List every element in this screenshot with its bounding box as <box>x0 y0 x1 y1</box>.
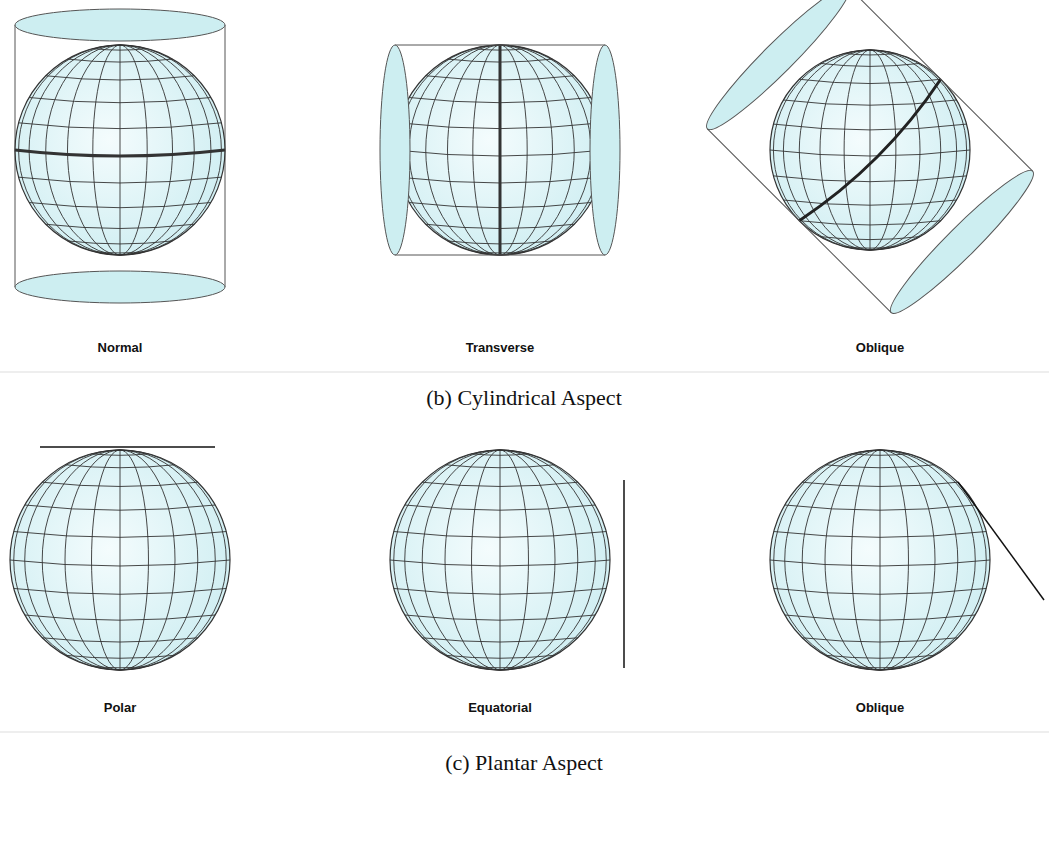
meridian <box>92 450 149 670</box>
meridian <box>68 45 173 255</box>
meridian <box>14 450 227 670</box>
central-meridian <box>120 450 121 670</box>
meridian <box>852 450 909 670</box>
meridian <box>65 450 175 670</box>
meridian <box>773 50 966 250</box>
meridian <box>799 50 940 250</box>
globe <box>390 450 610 670</box>
meridian <box>820 50 920 250</box>
globe-outline <box>770 450 990 670</box>
meridian <box>472 450 529 670</box>
meridian <box>405 450 596 670</box>
normal-cylinder-bottom <box>15 271 225 303</box>
meridian <box>825 450 935 670</box>
meridian <box>422 450 578 670</box>
meridian <box>802 450 958 670</box>
meridian <box>19 45 222 255</box>
meridian <box>426 45 575 255</box>
meridian <box>394 450 607 670</box>
central-meridian <box>880 450 881 670</box>
separator <box>0 731 1049 733</box>
equatorial-plane <box>623 480 625 668</box>
section-caption: (c) Plantar Aspect <box>445 750 603 776</box>
meridian <box>46 45 195 255</box>
globe-outline <box>15 45 225 255</box>
meridian <box>473 45 527 255</box>
central-meridian <box>120 45 121 255</box>
section-caption: (b) Cylindrical Aspect <box>426 385 622 411</box>
polar-plane <box>40 446 215 448</box>
meridian <box>409 45 591 255</box>
globe-outline <box>390 450 610 670</box>
globe <box>770 50 970 250</box>
meridian <box>783 50 956 250</box>
view-label: Oblique <box>856 700 904 715</box>
globe <box>15 45 225 255</box>
meridian <box>445 450 555 670</box>
view-label: Normal <box>98 340 143 355</box>
view-label: Equatorial <box>468 700 532 715</box>
view-label: Polar <box>104 700 137 715</box>
oblique-plane <box>958 482 1044 600</box>
meridian <box>25 450 216 670</box>
meridian <box>448 45 553 255</box>
meridian <box>42 450 198 670</box>
normal-cylinder <box>15 9 225 287</box>
meridian <box>29 45 211 255</box>
oblique-cylinder <box>697 0 1043 323</box>
globe-outline <box>10 450 230 670</box>
transverse-cylinder <box>380 45 620 255</box>
meridian <box>774 450 987 670</box>
central-meridian <box>500 450 501 670</box>
globe <box>770 450 990 670</box>
meridian <box>844 50 896 250</box>
central-meridian <box>870 50 871 250</box>
globe-outline <box>395 45 605 255</box>
separator <box>0 371 1049 373</box>
globe-outline <box>770 50 970 250</box>
meridian <box>785 450 976 670</box>
meridian <box>399 45 602 255</box>
view-label: Transverse <box>466 340 535 355</box>
globe <box>395 45 605 255</box>
meridian <box>93 45 147 255</box>
oblique-tangent-line <box>799 79 947 227</box>
central-meridian <box>499 45 502 255</box>
globe <box>10 450 230 670</box>
view-label: Oblique <box>856 340 904 355</box>
